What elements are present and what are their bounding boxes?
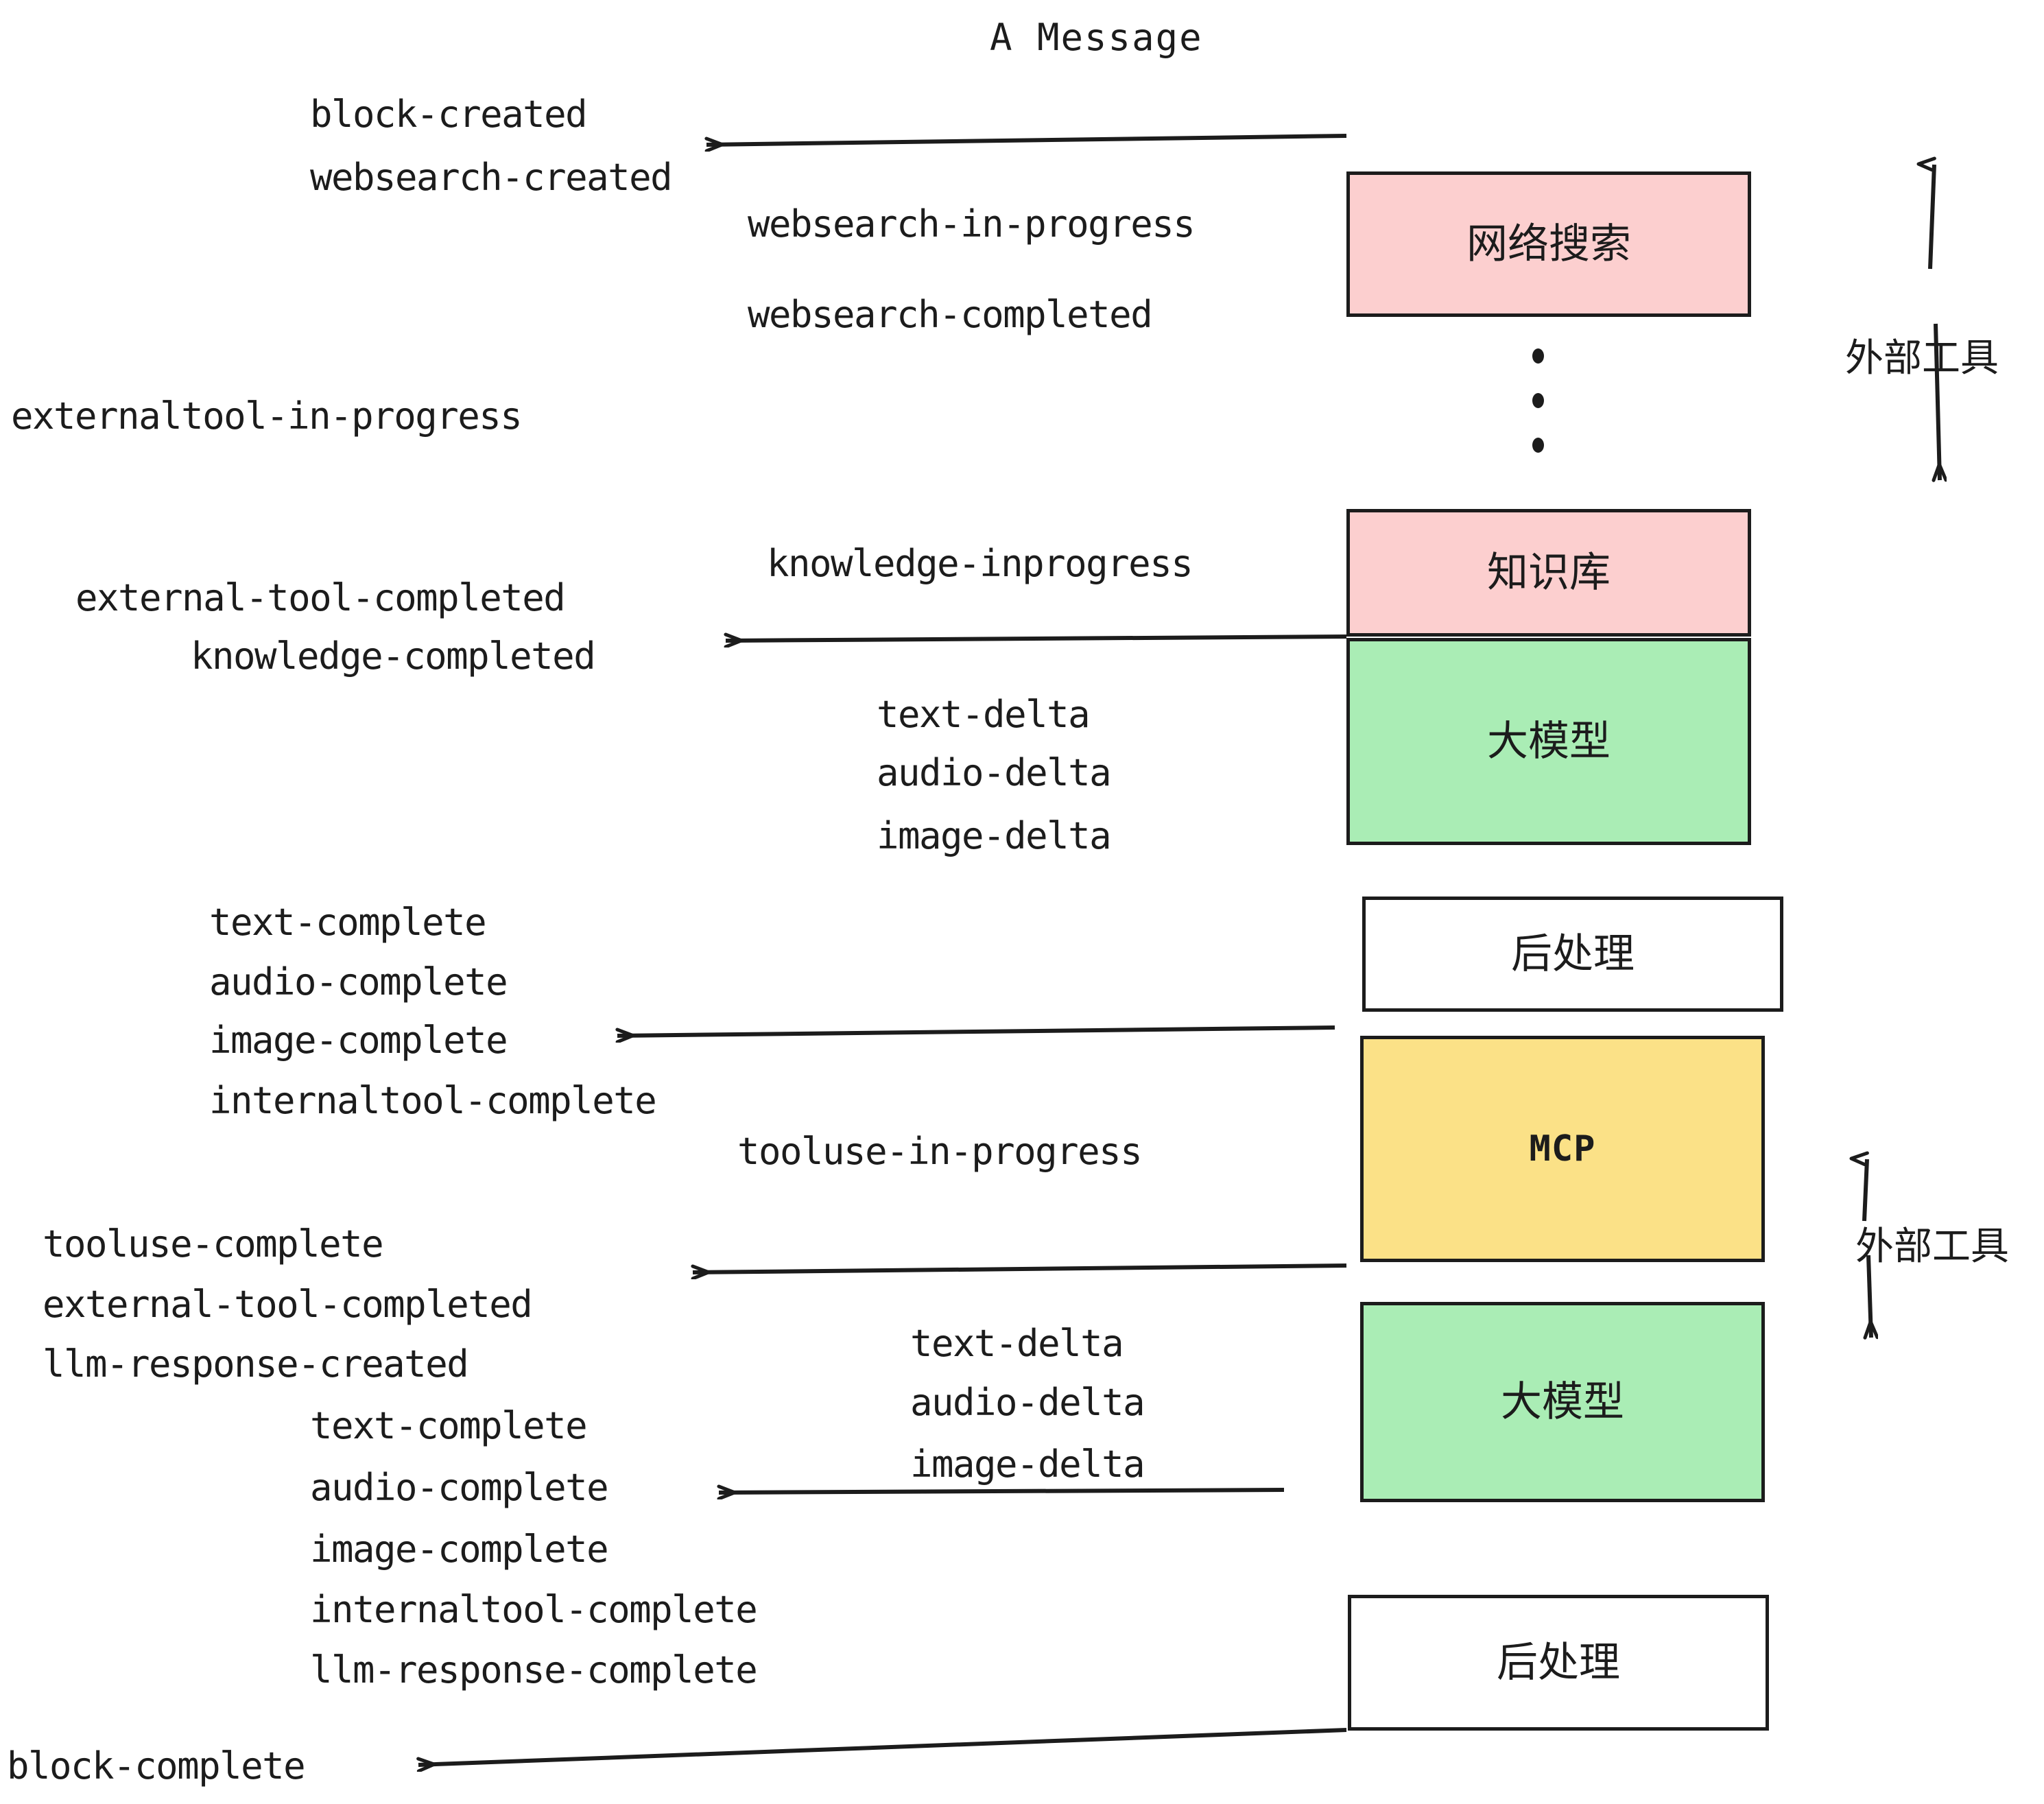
event-external-tool-completed-2: external-tool-completed	[43, 1283, 533, 1326]
node-knowledge[interactable]: 知识库	[1346, 509, 1751, 637]
event-knowledge-inprogress: knowledge-inprogress	[767, 542, 1193, 585]
arrow-mcp-to-tooluse-complete	[693, 1263, 1347, 1272]
event-external-tool-completed-1: external-tool-completed	[75, 576, 566, 619]
node-postprocess-2-label: 后处理	[1497, 1639, 1620, 1687]
event-audio-complete-1: audio-complete	[209, 960, 508, 1004]
event-block-complete: block-complete	[7, 1744, 306, 1788]
node-mcp-label: MCP	[1529, 1128, 1596, 1170]
event-text-complete-2: text-complete	[310, 1404, 588, 1447]
event-websearch-completed: websearch-completed	[748, 293, 1153, 336]
arrow-llm2-to-audio-complete	[719, 1490, 1285, 1493]
arrow-postprocess1-to-image-complete	[617, 1025, 1335, 1036]
node-llm-2-label: 大模型	[1501, 1378, 1624, 1426]
vertical-ellipsis	[1531, 348, 1545, 453]
event-tooluse-in-progress: tooluse-in-progress	[737, 1130, 1143, 1173]
event-externaltool-in-progress: externaltool-in-progress	[11, 394, 523, 438]
node-llm-1-label: 大模型	[1487, 717, 1611, 765]
arrow-external-tool-bottom-up	[1864, 1159, 1869, 1222]
ellipsis-dot	[1532, 393, 1544, 408]
side-label-external-tool-bottom: 外部工具	[1855, 1224, 2009, 1269]
ellipsis-dot	[1532, 438, 1544, 453]
side-label-external-tool-top: 外部工具	[1845, 336, 1999, 381]
event-websearch-created: websearch-created	[310, 156, 673, 199]
arrow-external-tool-top-down	[1936, 323, 1940, 480]
event-image-complete-2: image-complete	[310, 1528, 609, 1571]
node-mcp[interactable]: MCP	[1360, 1036, 1765, 1262]
node-postprocess-1[interactable]: 后处理	[1362, 897, 1783, 1012]
event-audio-complete-2: audio-complete	[310, 1466, 609, 1509]
event-internaltool-complete-1: internaltool-complete	[209, 1079, 657, 1122]
ellipsis-dot	[1532, 348, 1544, 364]
event-image-complete-1: image-complete	[209, 1019, 508, 1062]
node-websearch-label: 网络搜索	[1466, 220, 1631, 268]
node-postprocess-1-label: 后处理	[1511, 930, 1635, 978]
event-websearch-in-progress: websearch-in-progress	[748, 202, 1196, 246]
event-text-complete-1: text-complete	[209, 901, 487, 944]
event-text-delta-1: text-delta	[877, 693, 1091, 736]
event-tooluse-complete: tooluse-complete	[43, 1222, 384, 1266]
arrow-external-tool-top-up	[1930, 165, 1936, 270]
arrow-external-tool-bottom-down	[1868, 1255, 1871, 1338]
node-llm-2[interactable]: 大模型	[1360, 1302, 1765, 1502]
event-block-created: block-created	[310, 93, 588, 136]
event-image-delta-2: image-delta	[910, 1443, 1145, 1486]
event-llm-response-complete: llm-response-complete	[310, 1648, 758, 1692]
event-audio-delta-2: audio-delta	[910, 1381, 1145, 1424]
arrow-postprocess2-to-block-complete	[418, 1728, 1347, 1765]
diagram-title: A Message	[990, 16, 1203, 59]
node-postprocess-2[interactable]: 后处理	[1348, 1595, 1769, 1731]
event-internaltool-complete-2: internaltool-complete	[310, 1588, 758, 1631]
event-knowledge-completed: knowledge-completed	[191, 634, 596, 678]
event-image-delta-1: image-delta	[877, 814, 1112, 857]
arrow-knowledge-to-knowledge-completed	[726, 637, 1347, 641]
arrow-websearch-to-block-created	[706, 134, 1347, 145]
node-websearch[interactable]: 网络搜索	[1346, 171, 1751, 317]
event-text-delta-2: text-delta	[910, 1322, 1124, 1365]
event-audio-delta-1: audio-delta	[877, 751, 1112, 794]
node-knowledge-label: 知识库	[1487, 549, 1611, 597]
node-llm-1[interactable]: 大模型	[1346, 638, 1751, 845]
event-llm-response-created: llm-response-created	[43, 1342, 469, 1386]
